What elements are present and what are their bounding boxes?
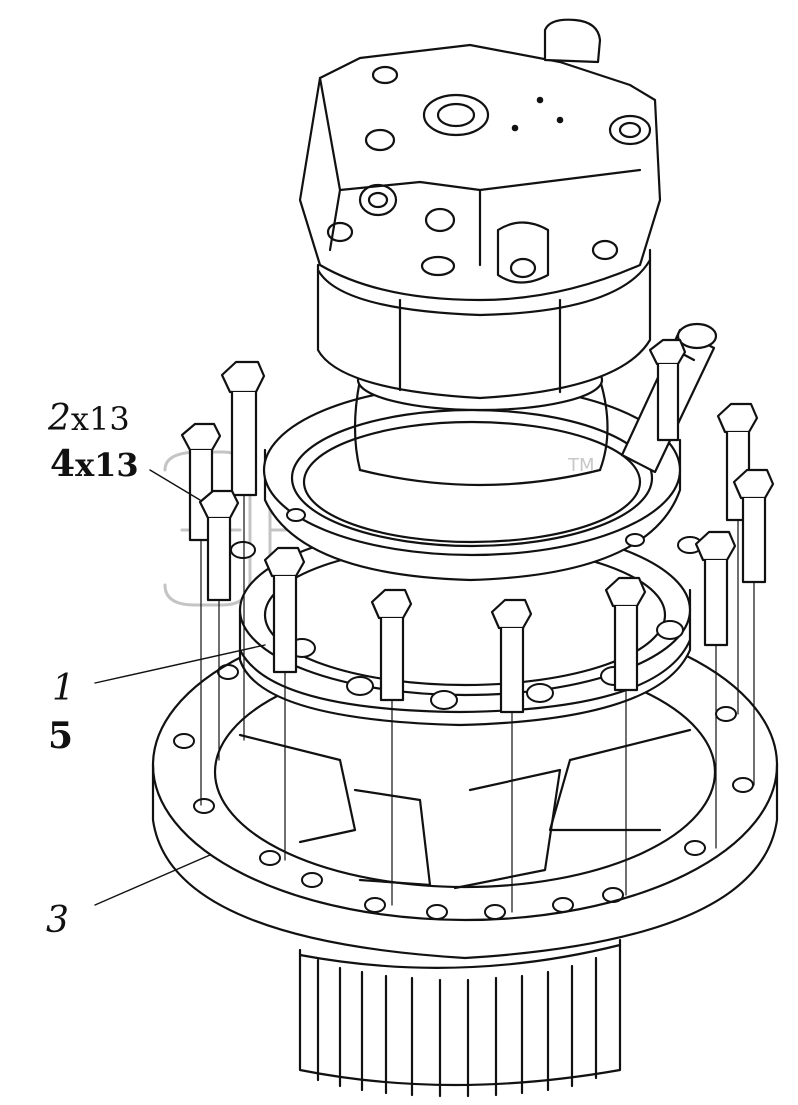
callout-number: 2 bbox=[48, 398, 71, 439]
bolt bbox=[220, 360, 266, 497]
callout-number: 4 bbox=[50, 443, 76, 485]
callout-number: 1 bbox=[52, 668, 75, 709]
leader-lines bbox=[94, 469, 266, 906]
bolt bbox=[263, 546, 306, 674]
callout-5: 5 bbox=[48, 716, 73, 756]
callout-number: 3 bbox=[46, 900, 69, 941]
bolt bbox=[716, 402, 759, 522]
bolt bbox=[732, 468, 775, 584]
leader-line-3 bbox=[94, 854, 211, 906]
bolt bbox=[370, 588, 413, 702]
output-spline-shaft bbox=[298, 938, 622, 1098]
leader-line-1 bbox=[94, 644, 266, 684]
hydraulic-motor-body bbox=[298, 18, 662, 400]
alignment-lines bbox=[200, 494, 755, 913]
callout-quantity: x13 bbox=[70, 400, 130, 438]
callout-3: 3 bbox=[46, 900, 69, 941]
leader-line-4 bbox=[149, 469, 201, 501]
watermark-trademark: TM bbox=[568, 455, 595, 476]
hex-bolts bbox=[180, 338, 775, 714]
callout-quantity: x13 bbox=[75, 446, 139, 484]
callout-2x13: 2x13 bbox=[48, 398, 130, 439]
callout-4x13: 4x13 bbox=[50, 444, 139, 485]
reduction-ring bbox=[262, 383, 682, 582]
callout-1: 1 bbox=[52, 668, 75, 709]
bolt bbox=[604, 576, 647, 692]
bolt bbox=[490, 598, 533, 714]
bolt bbox=[648, 338, 687, 442]
callout-number: 5 bbox=[48, 715, 74, 757]
bolt bbox=[694, 530, 737, 647]
